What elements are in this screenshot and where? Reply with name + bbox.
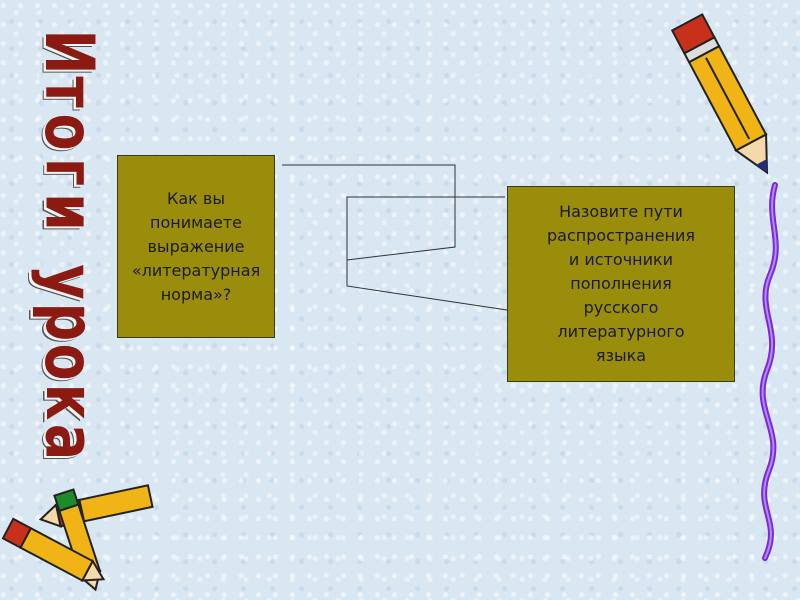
connector-line-top [282,164,456,261]
connector-line-bottom [346,196,508,311]
question-box-literary-norm: Как вы понимаете выражение «литературная… [117,155,275,338]
question-box-enrichment-sources: Назовите пути распространения и источник… [507,186,735,382]
pencil-large-icon [670,13,769,175]
purple-ribbon-icon [759,182,779,561]
pencil-pair-icon [1,484,154,592]
